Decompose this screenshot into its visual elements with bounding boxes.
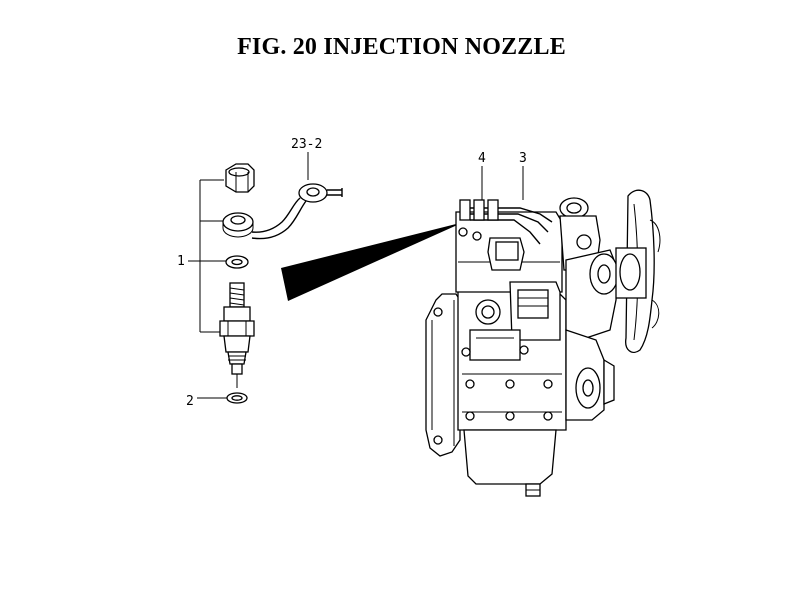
callout-23-2: 23-2 <box>291 137 322 152</box>
pointer-wedge <box>281 222 464 301</box>
callout-1: 1 <box>177 254 185 269</box>
seal-washer-lower <box>226 392 248 404</box>
callout-4: 4 <box>478 151 486 166</box>
seal-washer-upper <box>222 212 254 238</box>
injection-nozzle-body <box>219 282 255 388</box>
leader-lines <box>188 152 524 399</box>
callout-3: 3 <box>519 151 527 166</box>
seal-washer-middle <box>225 255 249 269</box>
nozzle-nut <box>225 163 255 193</box>
figure-title: FIG. 20 INJECTION NOZZLE <box>237 34 566 60</box>
callout-2: 2 <box>186 394 194 409</box>
fuel-leak-pipe <box>251 183 343 240</box>
engine-assembly <box>425 189 661 497</box>
